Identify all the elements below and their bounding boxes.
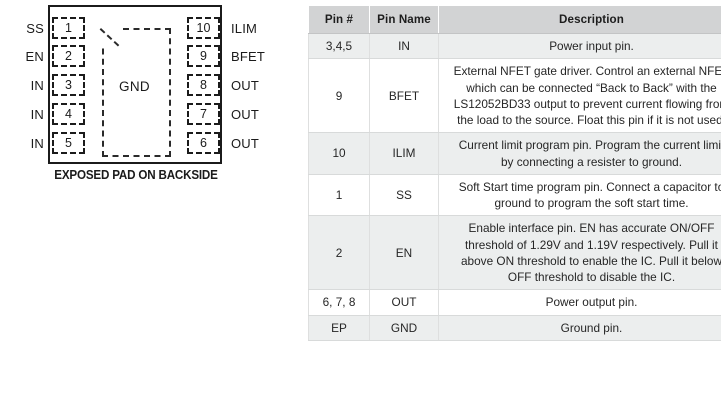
pad-chamfer-mask [101, 27, 121, 47]
table-row: 3,4,5 IN Power input pin. [308, 32, 721, 60]
table-body: 3,4,5 IN Power input pin. 9 BFET Externa… [308, 32, 721, 341]
pin-box-4: 4 [52, 103, 85, 125]
pin-box-7: 7 [187, 103, 220, 125]
pin-label-out-6: OUT [231, 135, 260, 151]
pin-label-ss: SS [26, 20, 44, 36]
cell-pin-number: 6, 7, 8 [308, 289, 370, 316]
cell-description: Enable interface pin. EN has accurate ON… [438, 215, 721, 291]
table-row: 1 SS Soft Start time program pin. Connec… [308, 173, 721, 217]
cell-pin-name: GND [369, 314, 439, 341]
pin-description-table-wrapper: Pin # Pin Name Description 3,4,5 IN Powe… [308, 5, 721, 341]
column-header-pin-number: Pin # [308, 5, 370, 34]
pin-label-in-4: IN [30, 106, 44, 122]
pin-label-ilim: ILIM [231, 20, 258, 36]
pin-label-out-8: OUT [231, 77, 260, 93]
exposed-pad-gnd [99, 27, 171, 157]
table-header-row: Pin # Pin Name Description [308, 5, 721, 34]
pin-box-9: 9 [187, 45, 220, 67]
cell-description: External NFET gate driver. Control an ex… [438, 58, 721, 134]
cell-pin-name: SS [369, 173, 439, 217]
pinout-diagram: GND 1 2 3 4 5 SS EN IN IN IN 10 9 8 7 6 … [0, 0, 292, 400]
pin-label-in-3: IN [30, 77, 44, 93]
cell-pin-name: BFET [369, 58, 439, 134]
table-row: 10 ILIM Current limit program pin. Progr… [308, 132, 721, 175]
cell-description: Ground pin. [438, 314, 721, 341]
cell-description: Power output pin. [438, 289, 721, 316]
pin-box-1: 1 [52, 17, 85, 39]
cell-pin-number: 3,4,5 [308, 32, 370, 60]
cell-pin-number: 2 [308, 215, 370, 291]
table-head: Pin # Pin Name Description [308, 5, 721, 34]
cell-pin-name: OUT [369, 289, 439, 316]
cell-description: Current limit program pin. Program the c… [438, 132, 721, 175]
cell-pin-number: 10 [308, 132, 370, 175]
cell-description: Power input pin. [438, 32, 721, 60]
column-header-pin-name: Pin Name [369, 5, 439, 34]
pin-label-bfet: BFET [231, 48, 266, 64]
pin-box-10: 10 [187, 17, 220, 39]
table-row: 6, 7, 8 OUT Power output pin. [308, 289, 721, 316]
pin-box-3: 3 [52, 74, 85, 96]
cell-pin-name: EN [369, 215, 439, 291]
pin-label-in-5: IN [30, 135, 44, 151]
pin-box-5: 5 [52, 132, 85, 154]
exposed-pad-label: GND [119, 79, 150, 94]
pin-label-out-7: OUT [231, 106, 260, 122]
column-header-description: Description [438, 5, 721, 34]
cell-pin-number: EP [308, 314, 370, 341]
pin-label-en: EN [25, 48, 44, 64]
cell-description: Soft Start time program pin. Connect a c… [438, 173, 721, 217]
pin-box-2: 2 [52, 45, 85, 67]
cell-pin-number: 1 [308, 173, 370, 217]
pin-box-6: 6 [187, 132, 220, 154]
table-row: 9 BFET External NFET gate driver. Contro… [308, 58, 721, 134]
table-row: EP GND Ground pin. [308, 314, 721, 341]
cell-pin-name: ILIM [369, 132, 439, 175]
pin-box-8: 8 [187, 74, 220, 96]
cell-pin-number: 9 [308, 58, 370, 134]
package-caption: EXPOSED PAD ON BACKSIDE [54, 168, 218, 182]
pin-description-table: Pin # Pin Name Description 3,4,5 IN Powe… [308, 5, 721, 341]
table-row: 2 EN Enable interface pin. EN has accura… [308, 215, 721, 291]
cell-pin-name: IN [369, 32, 439, 60]
